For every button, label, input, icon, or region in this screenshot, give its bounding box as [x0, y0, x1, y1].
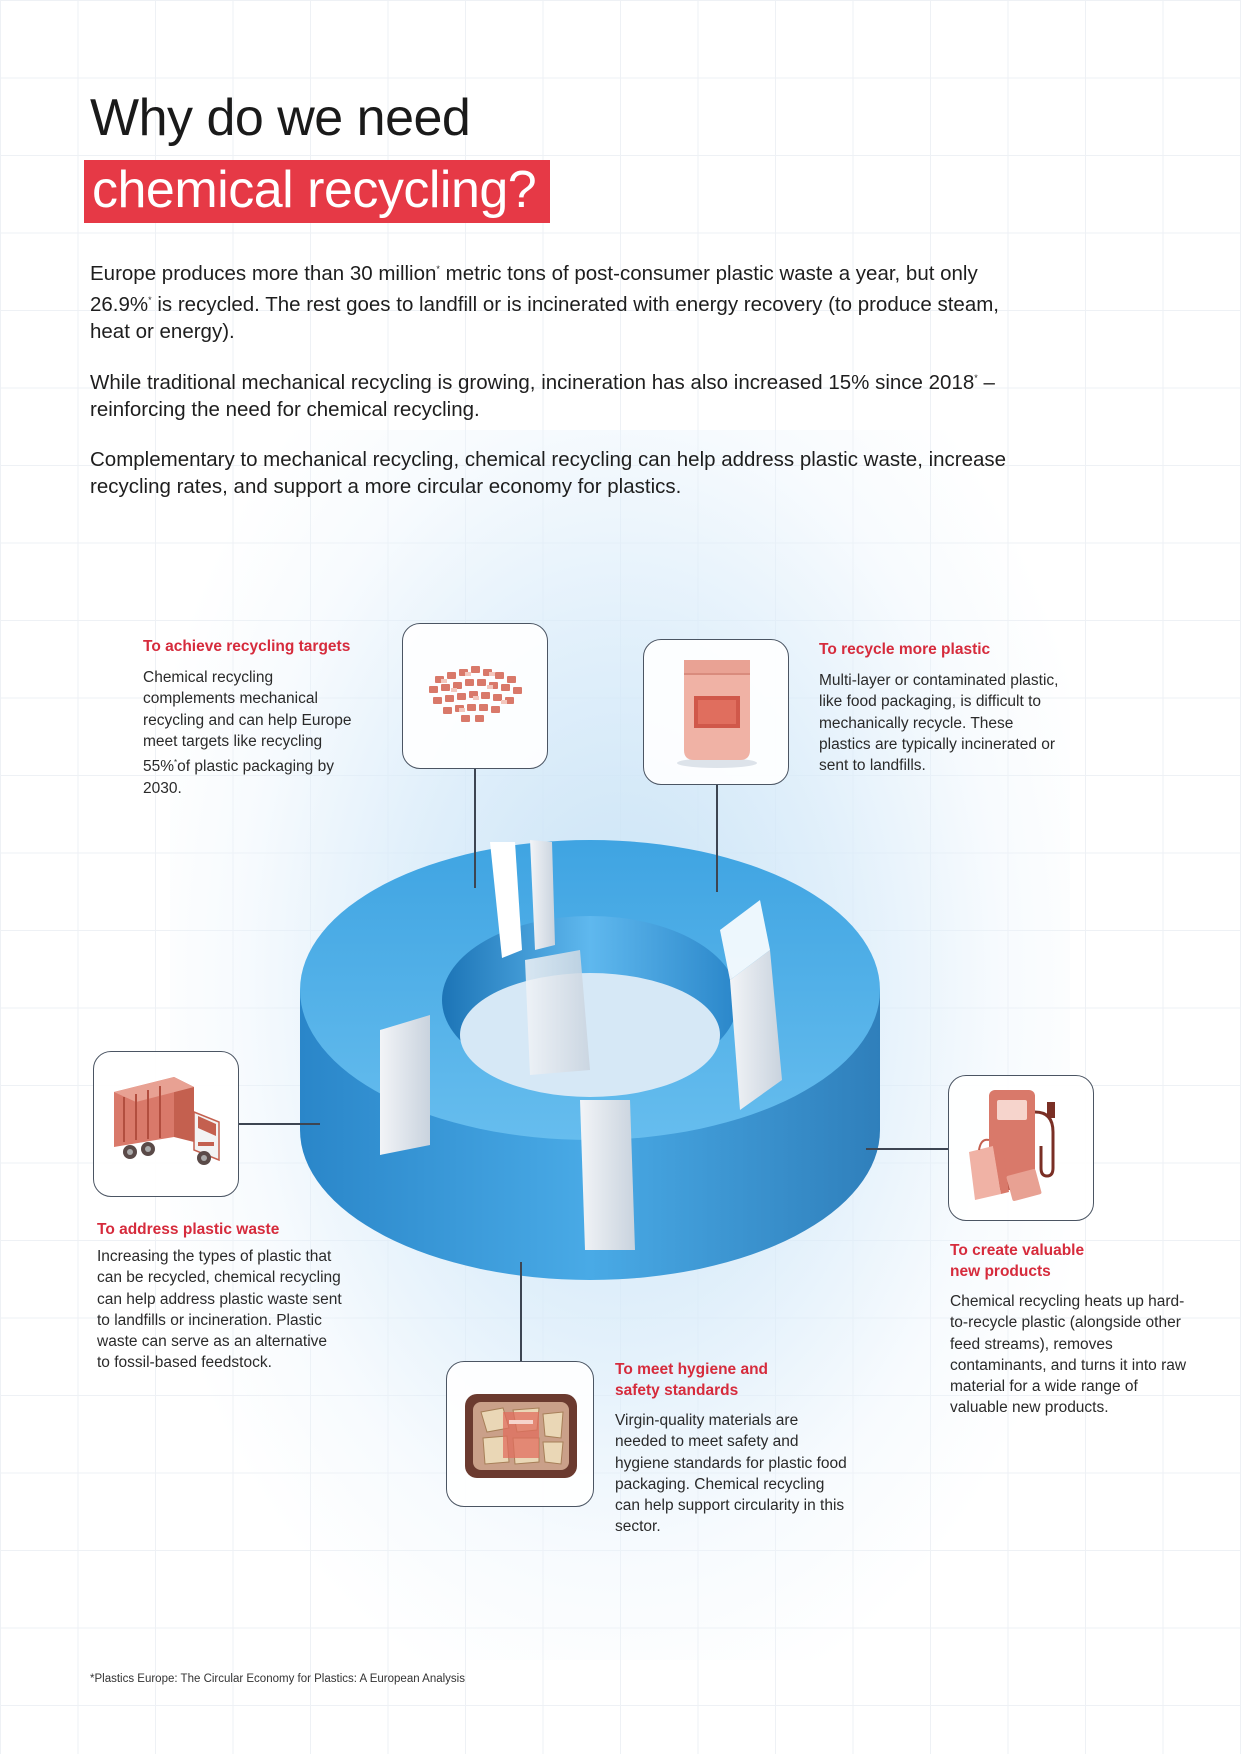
targets-text: Chemical recycling complements mechanica… [143, 669, 352, 797]
ring-cut-face-front [580, 1100, 635, 1250]
recycle-more-heading: To recycle more plastic [819, 641, 991, 658]
fuel-pump-icon [969, 1090, 1055, 1201]
ring-cut-face-left [380, 1015, 430, 1155]
connector-targets [474, 768, 476, 888]
food-tray-card [446, 1361, 594, 1507]
ring-cut-face-top [490, 842, 522, 958]
plastic-waste-text: Increasing the types of plastic that can… [97, 1248, 342, 1372]
pouch-package-icon [677, 660, 757, 768]
fuel-pump-card [948, 1075, 1094, 1221]
intro-paragraph-1: Europe produces more than 30 million* me… [90, 261, 1000, 343]
food-tray-icon [465, 1394, 577, 1478]
connector-plastic-waste [238, 1123, 320, 1125]
footnote: *Plastics Europe: The Circular Economy f… [90, 1673, 465, 1685]
title-line-2-highlight: chemical recycling? [84, 160, 551, 223]
targets-heading: To achieve recycling targets [143, 638, 351, 655]
pellets-card [402, 623, 548, 769]
garbage-truck-icon [114, 1077, 220, 1165]
intro-paragraph-2: While traditional mechanical recycling i… [90, 370, 995, 421]
plastic-pellets-icon [429, 666, 522, 722]
intro-paragraph-3: Complementary to mechanical recycling, c… [90, 448, 1007, 498]
truck-card [93, 1051, 239, 1197]
valuable-products-text: Chemical recycling heats up hard-to-recy… [950, 1293, 1187, 1417]
ring-cut-face-inner [525, 950, 590, 1075]
ring-cut-face-top-right [530, 840, 555, 950]
connector-hygiene [520, 1262, 522, 1362]
connector-valuable-products [866, 1148, 948, 1150]
recycle-more-text: Multi-layer or contaminated plastic, lik… [819, 672, 1059, 775]
plastic-waste-heading: To address plastic waste [97, 1221, 280, 1238]
segmented-ring-diagram [300, 840, 880, 1280]
connector-recycle-more [716, 785, 718, 892]
hygiene-text: Virgin-quality materials are needed to m… [615, 1412, 847, 1536]
title-line-1: Why do we need [90, 89, 471, 147]
ring-cut-face-right [720, 900, 770, 980]
pouch-card [643, 639, 789, 785]
ring-cut-face-right-lower [730, 950, 782, 1110]
